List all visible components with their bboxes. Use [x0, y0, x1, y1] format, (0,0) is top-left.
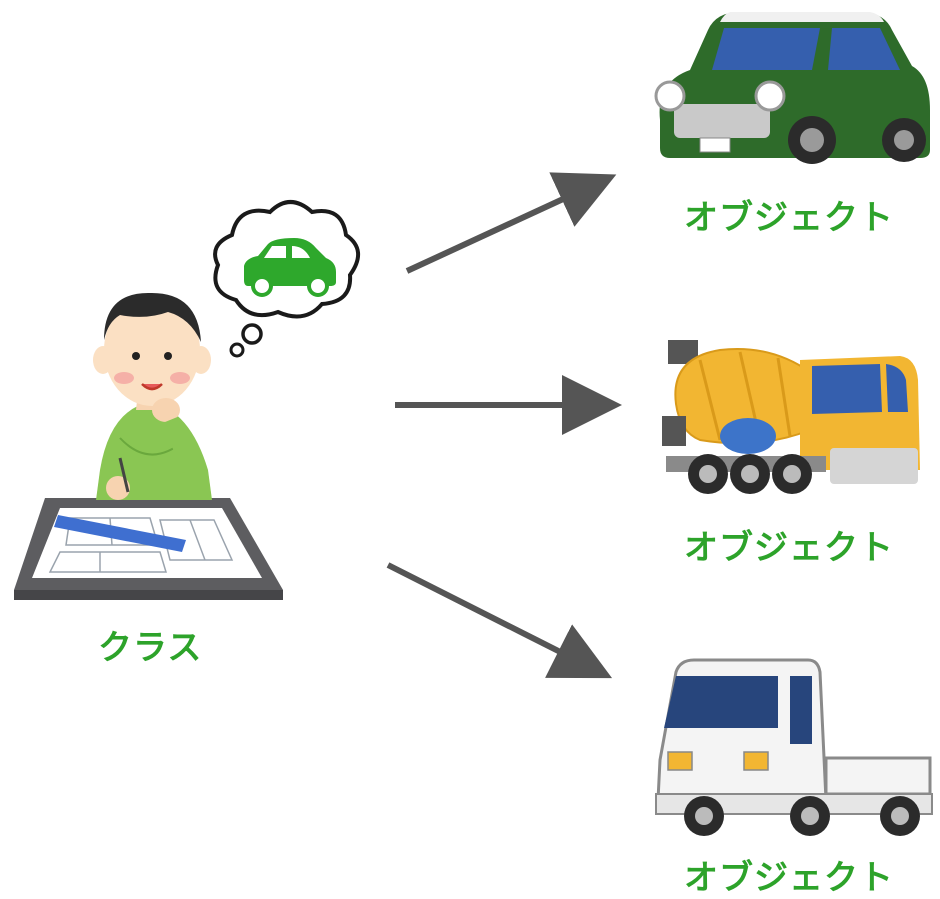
arrow-to-object-1 [405, 172, 617, 274]
arrow-to-object-3 [386, 562, 613, 679]
object-label-2: オブジェクト [684, 528, 894, 568]
green-compact-car-icon [654, 12, 930, 164]
cement-mixer-truck-icon [662, 340, 920, 494]
thought-car-icon [244, 238, 336, 297]
designer-person-icon [14, 292, 283, 600]
object-label-1: オブジェクト [684, 198, 894, 238]
class-label: クラス [98, 628, 203, 668]
white-flatbed-truck-icon [655, 658, 933, 836]
drafting-board-icon [14, 498, 283, 600]
object-label-3: オブジェクト [684, 858, 894, 898]
thought-bubble [213, 200, 360, 358]
